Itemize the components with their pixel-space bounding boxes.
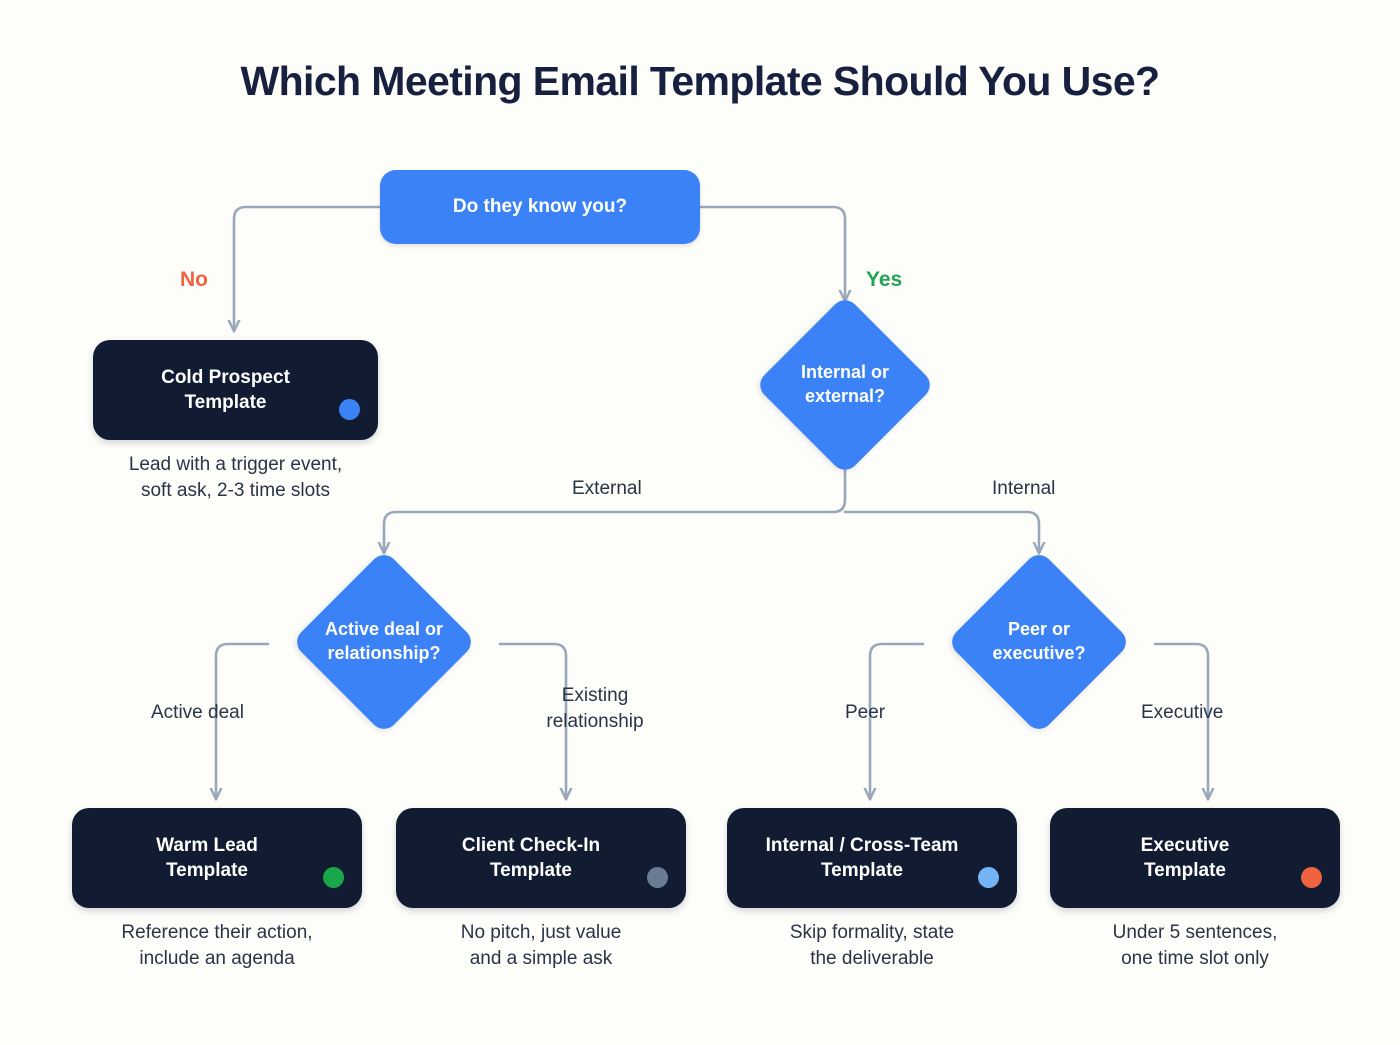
result-executive[interactable]: Executive Template <box>1050 808 1340 908</box>
diamond-shape <box>754 294 936 476</box>
blue-status-dot <box>339 399 360 420</box>
result-card[interactable]: Cold Prospect Template <box>93 340 378 440</box>
decision-peer-or-executive[interactable]: Peer or executive? <box>919 549 1159 735</box>
edge-internal-external-to-peer-exec <box>843 510 1039 552</box>
edge-label-external: External <box>572 478 642 499</box>
result-caption-cold-prospect: Lead with a trigger event, soft ask, 2-3… <box>128 454 343 502</box>
result-card[interactable]: Warm Lead Template <box>72 808 362 908</box>
orange-status-dot <box>1301 867 1322 888</box>
decision-label: Do they know you? <box>452 196 628 217</box>
edge-label-yes: Yes <box>866 268 903 291</box>
result-title: Warm Lead Template <box>156 834 258 881</box>
edge-root-to-internal-external <box>698 205 845 300</box>
result-title: Client Check-In Template <box>461 834 601 881</box>
result-cold-prospect[interactable]: Cold Prospect Template <box>93 340 378 440</box>
page-title: Which Meeting Email Template Should You … <box>240 58 1161 104</box>
result-caption-client-check-in: No pitch, just value and a simple ask <box>460 922 622 970</box>
diamond-shape <box>291 549 477 735</box>
edge-root-to-cold-prospect <box>234 205 382 330</box>
result-title: Executive Template <box>1140 834 1230 881</box>
decision-internal-or-external[interactable]: Internal or external? <box>725 294 965 476</box>
diamond-shape <box>946 549 1132 735</box>
result-caption-internal-cross-team: Skip formality, state the deliverable <box>789 922 955 970</box>
decision-active-deal-or-relationship[interactable]: Active deal or relationship? <box>264 549 504 735</box>
result-client-check-in[interactable]: Client Check-In Template <box>396 808 686 908</box>
result-internal-cross-team[interactable]: Internal / Cross-Team Template <box>727 808 1017 908</box>
result-caption-warm-lead: Reference their action, include an agend… <box>121 922 313 970</box>
edge-label-active-deal: Active deal <box>151 702 244 723</box>
gray-status-dot <box>647 867 668 888</box>
result-caption-executive: Under 5 sentences, one time slot only <box>1112 922 1278 970</box>
decision-do-they-know-you[interactable]: Do they know you? <box>380 170 700 244</box>
edge-label-existing-relationship: Existing relationship <box>546 685 644 732</box>
green-status-dot <box>323 867 344 888</box>
result-card[interactable]: Client Check-In Template <box>396 808 686 908</box>
result-title: Cold Prospect Template <box>161 366 290 413</box>
edge-label-peer: Peer <box>845 702 886 723</box>
result-warm-lead[interactable]: Warm Lead Template <box>72 808 362 908</box>
result-card[interactable]: Internal / Cross-Team Template <box>727 808 1017 908</box>
result-card[interactable]: Executive Template <box>1050 808 1340 908</box>
edge-label-no: No <box>180 268 208 291</box>
light-blue-status-dot <box>978 867 999 888</box>
edge-label-internal: Internal <box>992 478 1056 499</box>
result-title: Internal / Cross-Team Template <box>765 834 959 881</box>
edge-label-executive: Executive <box>1141 702 1224 723</box>
